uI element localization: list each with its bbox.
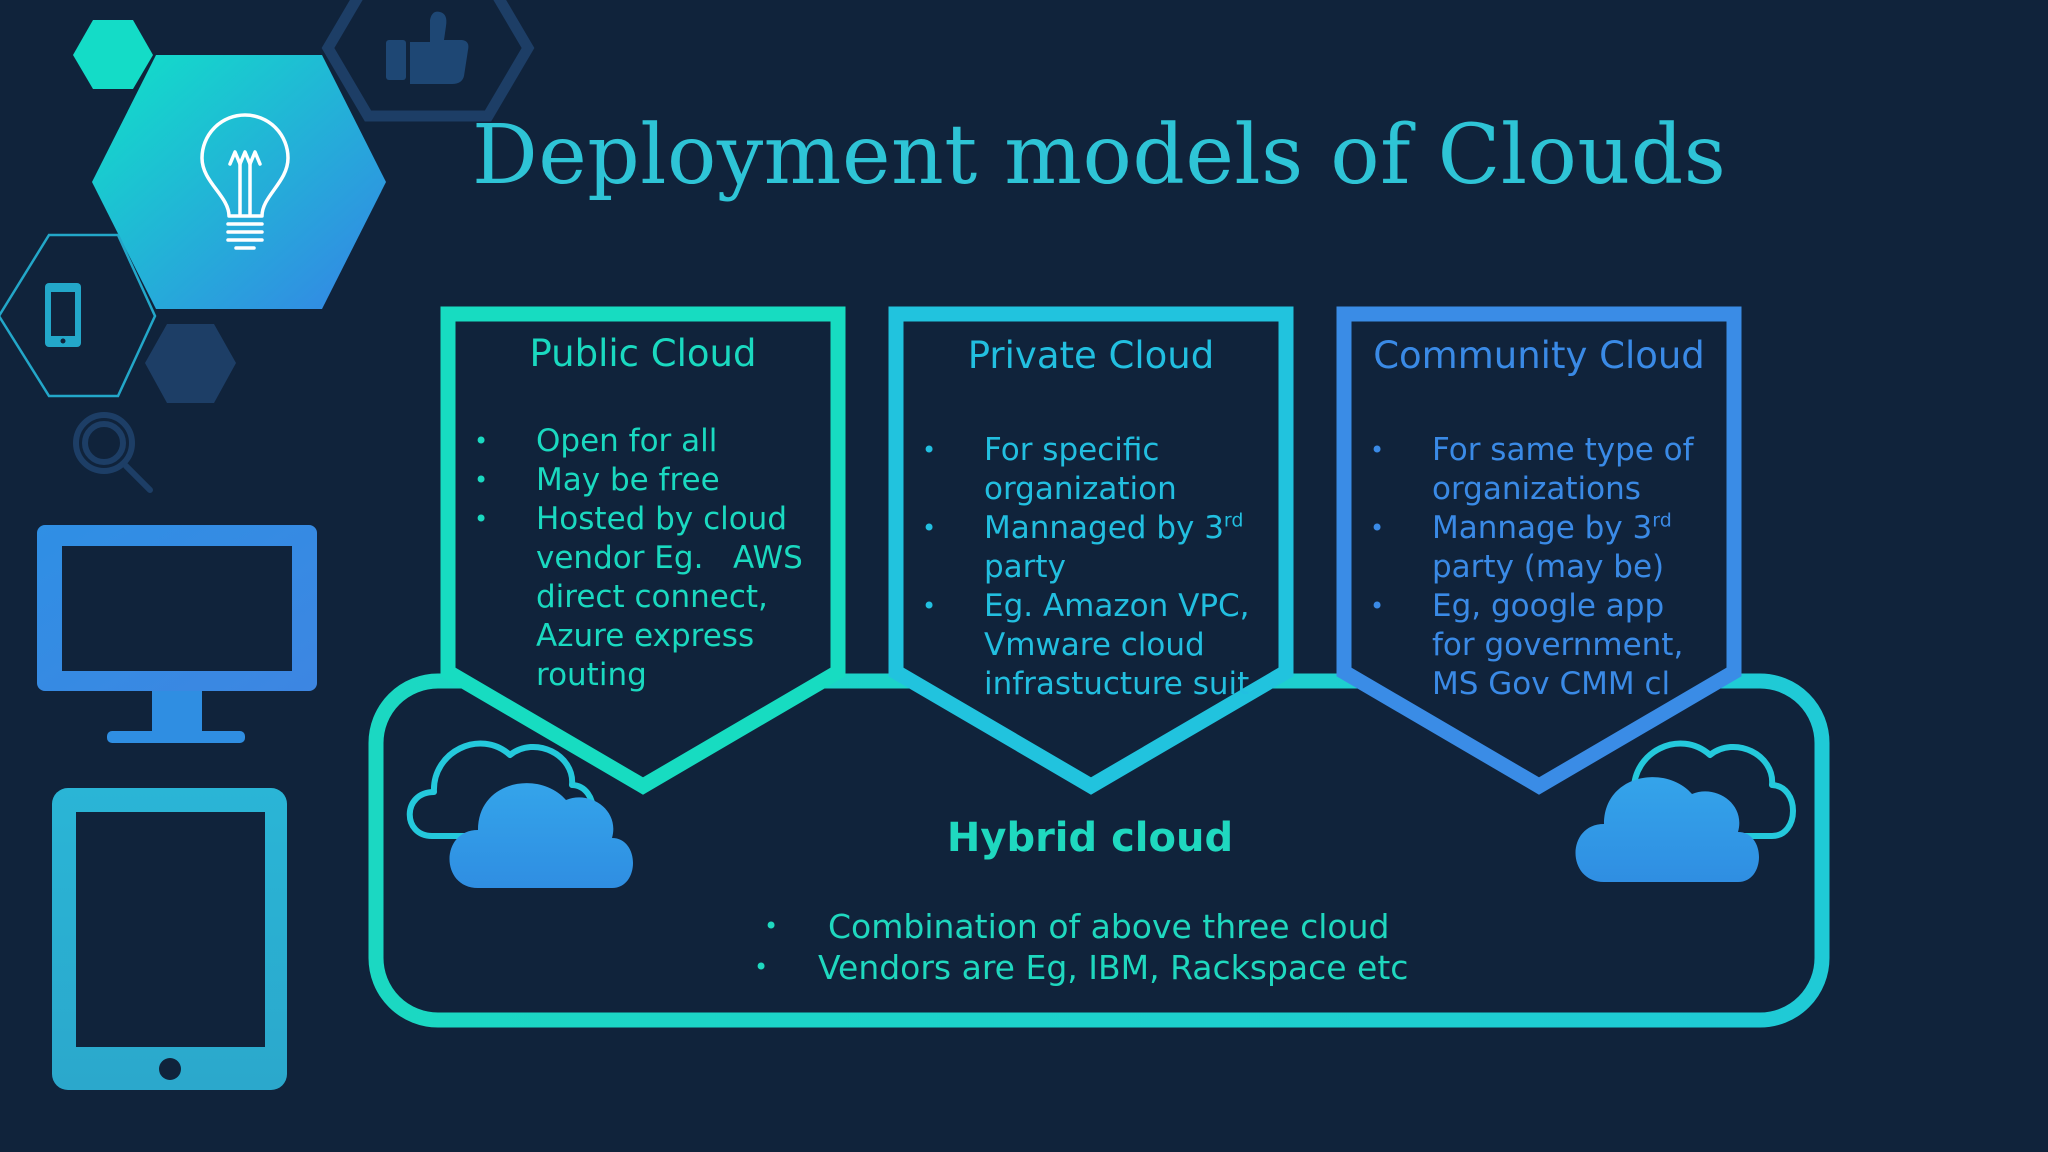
list-item: For same type of organizations	[1370, 431, 1705, 509]
phone-icon	[45, 283, 81, 347]
list-item: Hosted by cloud vendor Eg. AWS direct co…	[474, 500, 824, 695]
hybrid-cloud-bullets: Combination of above three cloud Vendors…	[754, 906, 1418, 988]
list-item: Combination of above three cloud	[756, 906, 1418, 947]
list-item: May be free	[474, 461, 824, 500]
cloud-icon-right	[1575, 740, 1796, 882]
thumbs-up-icon	[386, 11, 469, 85]
public-cloud-bullets: Open for all May be free Hosted by cloud…	[474, 422, 824, 695]
private-cloud-bullets: For specific organization Mannaged by 3r…	[922, 431, 1272, 704]
community-cloud-bullets: For same type of organizations Mannage b…	[1370, 431, 1705, 704]
public-cloud-title: Public Cloud	[529, 332, 757, 375]
lightbulb-icon	[200, 113, 290, 250]
private-cloud-title: Private Cloud	[967, 334, 1215, 377]
slide-title: Deployment models of Clouds	[472, 108, 1727, 203]
hexagon-small-teal	[73, 20, 153, 89]
list-item: Eg, google app for government, MS Gov CM…	[1370, 587, 1705, 704]
list-item: Vendors are Eg, IBM, Rackspace etc	[746, 947, 1408, 988]
list-item: Mannage by 3rd party (may be)	[1370, 509, 1705, 587]
community-cloud-title: Community Cloud	[1373, 334, 1705, 377]
list-item: Eg. Amazon VPC, Vmware cloud infrastuctu…	[922, 587, 1272, 704]
hybrid-cloud-title: Hybrid cloud	[946, 815, 1234, 861]
list-item: For specific organization	[922, 431, 1272, 509]
hexagon-dark-small	[145, 324, 236, 403]
hexagon-outline-top	[321, 0, 535, 122]
magnifier-icon	[73, 412, 153, 493]
tablet-icon	[52, 788, 287, 1090]
list-item: Mannaged by 3rd party	[922, 509, 1272, 587]
cloud-icon-left	[406, 740, 633, 888]
hexagon-outline-phone	[0, 233, 157, 398]
list-item: Open for all	[474, 422, 824, 461]
monitor-icon	[37, 525, 317, 743]
